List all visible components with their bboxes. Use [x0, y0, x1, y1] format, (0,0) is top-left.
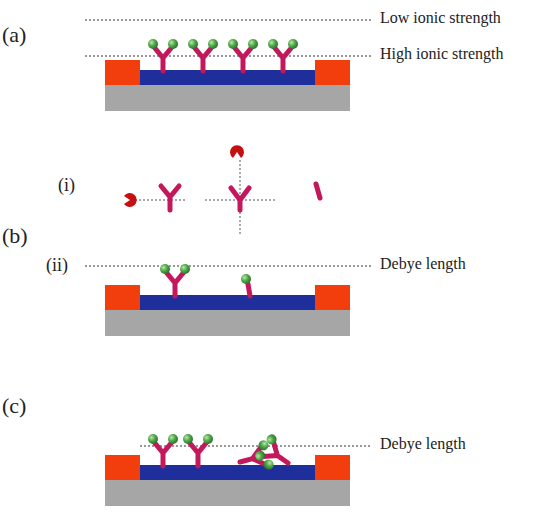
antibodies — [148, 432, 297, 476]
panel-label: (b) — [2, 225, 28, 247]
sub-label: (ii) — [46, 256, 68, 274]
antibodies — [148, 39, 298, 71]
sensor-device — [105, 455, 350, 506]
annotation: Low ionic strength — [380, 10, 501, 26]
sub-label: (i) — [58, 176, 75, 194]
sensor-device — [105, 285, 350, 336]
ionic-strength-line — [85, 20, 372, 21]
panel-label: (c) — [2, 395, 26, 417]
annotation: Debye length — [380, 256, 466, 272]
panel-label: (a) — [2, 24, 26, 46]
annotation: Debye length — [380, 436, 466, 452]
debye-line — [140, 446, 372, 447]
sensor-device — [105, 60, 350, 111]
debye-line — [85, 266, 372, 267]
antibodies — [160, 264, 251, 296]
annotation: High ionic strength — [380, 46, 504, 62]
ionic-strength-line — [85, 56, 372, 57]
antibody-fragments — [124, 145, 320, 235]
